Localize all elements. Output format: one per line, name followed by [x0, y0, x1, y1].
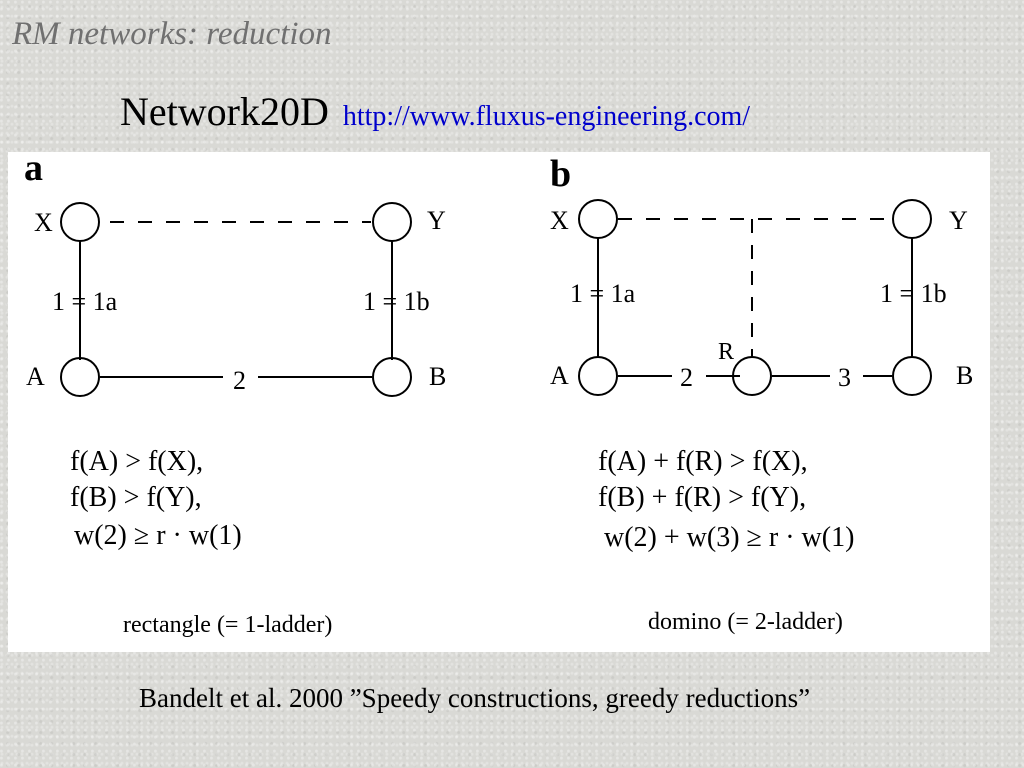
node-b-a-label: A [550, 361, 569, 390]
panel-a-label: rectangle (= 1-ladder) [123, 612, 332, 638]
edge-b-bottom-right-label: 3 [838, 363, 851, 392]
citation-caption: Bandelt et al. 2000 ”Speedy construction… [139, 683, 811, 713]
formula-b-3: w(2) + w(3) ≥ r · w(1) [604, 522, 854, 553]
slide-section-title: RM networks: reduction [12, 16, 332, 52]
edge-a-left-label: 1 = 1a [52, 287, 118, 316]
edge-b-right-label: 1 = 1b [880, 279, 947, 308]
network-diagram: a X Y A B 1 = 1a 1 = 1b 2 f(A) > f(X), f… [24, 152, 973, 638]
fluxus-link[interactable]: http://www.fluxus-engineering.com/ [342, 101, 751, 132]
diagram-panel: a X Y A B 1 = 1a 1 = 1b 2 f(A) > f(X), f… [8, 152, 990, 652]
node-b-b [892, 356, 932, 396]
edge-b-bottom-left-label: 2 [680, 363, 693, 392]
heading-text: Network20D [120, 89, 329, 134]
panel-b-label: domino (= 2-ladder) [648, 609, 843, 635]
edge-a-right-label: 1 = 1b [363, 287, 430, 316]
panel-a-letter: a [24, 152, 43, 189]
node-b-r [732, 356, 772, 396]
formula-a-2: f(B) > f(Y), [70, 482, 202, 513]
node-a-b [372, 357, 412, 397]
node-b-x [578, 199, 618, 239]
formula-b-2: f(B) + f(R) > f(Y), [598, 482, 806, 513]
node-b-y [892, 199, 932, 239]
edge-a-bottom-label: 2 [233, 366, 246, 395]
panel-b-letter: b [550, 153, 571, 195]
node-b-r-label: R [718, 339, 734, 365]
slide-heading: Network20D http://www.fluxus-engineering… [120, 88, 750, 135]
node-b-y-label: Y [949, 206, 968, 235]
edge-b-left-label: 1 = 1a [570, 279, 636, 308]
node-a-x [60, 202, 100, 242]
formula-a-1: f(A) > f(X), [70, 446, 203, 477]
node-b-a [578, 356, 618, 396]
node-a-a [60, 357, 100, 397]
node-a-y [372, 202, 412, 242]
formula-a-3: w(2) ≥ r · w(1) [74, 520, 242, 551]
node-a-b-label: B [429, 362, 446, 391]
node-a-a-label: A [26, 362, 45, 391]
node-b-b-label: B [956, 361, 973, 390]
node-a-y-label: Y [427, 206, 446, 235]
node-a-x-label: X [34, 208, 53, 237]
node-b-x-label: X [550, 206, 569, 235]
formula-b-1: f(A) + f(R) > f(X), [598, 446, 808, 477]
